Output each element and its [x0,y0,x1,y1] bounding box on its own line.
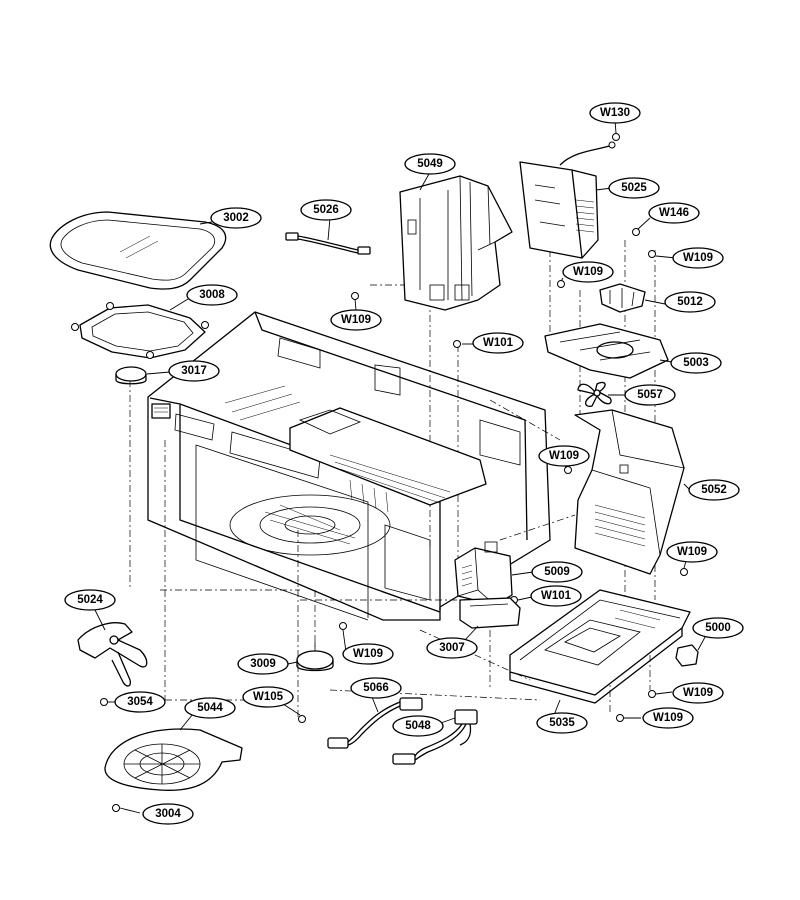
svg-text:W109: W109 [549,450,579,462]
wire-harness-5048-part [392,709,478,765]
svg-text:5009: 5009 [544,566,570,578]
svg-text:5049: 5049 [417,158,443,170]
callout-3007: 3007 [426,637,478,659]
glass-tray-part [49,211,227,290]
callout-5048: 5048 [392,715,444,737]
svg-text:W101: W101 [483,337,514,349]
svg-text:3007: 3007 [439,642,465,654]
coupler-part [115,366,147,385]
svg-text:5057: 5057 [637,389,663,401]
callout-3008: 3008 [186,284,238,306]
callout-5052: 5052 [688,479,740,501]
callout-5035: 5035 [536,712,588,734]
callout-3054: 3054 [114,691,166,713]
svg-text:5012: 5012 [677,296,703,308]
callout-5024: 5024 [64,589,116,611]
magnetron-part [454,541,513,606]
control-board-part [519,141,616,259]
callout-3009: 3009 [237,653,289,675]
svg-text:5026: 5026 [313,204,339,216]
svg-text:W105: W105 [253,691,284,703]
callout-5057: 5057 [624,384,676,406]
callout-labels: W130 5049 5025 W146 3002 5026 W109 W109 … [64,102,744,825]
callout-w109-a: W109 [672,247,724,269]
fan-blade-part [577,381,612,407]
svg-text:W101: W101 [541,590,572,602]
callout-w109-f: W109 [342,643,394,665]
callout-3004: 3004 [142,803,194,825]
control-bracket-part [399,175,513,311]
bottom-cover-part [104,728,243,791]
svg-text:W146: W146 [659,207,689,219]
base-plate-part [509,589,691,704]
callout-w109-d: W109 [538,445,590,467]
callout-w130: W130 [589,102,641,124]
oven-cavity-part [147,311,551,621]
callout-5003: 5003 [670,352,722,374]
fan-bracket-part [544,323,669,379]
door-switch-part [675,644,699,667]
svg-text:3004: 3004 [155,808,181,820]
callout-w105: W105 [242,686,294,708]
svg-text:5066: 5066 [363,682,389,694]
callout-5009: 5009 [531,561,583,583]
roller-ring-part [71,302,209,359]
svg-text:5044: 5044 [197,702,223,714]
callout-5012: 5012 [664,291,716,313]
svg-text:W109: W109 [341,314,371,326]
svg-text:W109: W109 [683,687,713,699]
callout-w109-b: W109 [562,261,614,283]
callout-3017: 3017 [168,360,220,382]
callout-w101-b: W101 [530,585,582,607]
air-duct-part [574,409,685,575]
screws [100,133,688,812]
svg-text:5003: 5003 [683,357,709,369]
callout-5000: 5000 [692,617,744,639]
callout-w146: W146 [648,202,700,224]
callout-3002: 3002 [210,207,262,229]
callout-w109-g: W109 [672,682,724,704]
callout-5044: 5044 [184,697,236,719]
svg-text:3017: 3017 [181,365,207,377]
wire-harness-5066-part [327,697,423,749]
turntable-motor-part [296,642,334,672]
svg-text:3009: 3009 [250,658,276,670]
svg-text:W109: W109 [573,266,603,278]
callout-5025: 5025 [608,177,660,199]
svg-text:W130: W130 [600,107,630,119]
svg-text:5035: 5035 [549,717,575,729]
callout-w109-e: W109 [666,541,718,563]
callout-w101-a: W101 [472,332,524,354]
svg-text:W109: W109 [653,712,683,724]
svg-text:W109: W109 [353,648,383,660]
callout-w109-c: W109 [330,309,382,331]
svg-text:5052: 5052 [701,484,727,496]
callout-w109-h: W109 [642,707,694,729]
svg-text:3002: 3002 [223,212,249,224]
wire-harness-part [285,232,371,255]
waveguide-part [459,597,521,629]
callout-5049: 5049 [404,153,456,175]
svg-text:5024: 5024 [77,594,103,606]
svg-text:5048: 5048 [405,720,431,732]
thermal-switch-part [599,283,646,313]
callout-5026: 5026 [300,199,352,221]
svg-text:5000: 5000 [705,622,731,634]
svg-text:5025: 5025 [621,182,647,194]
svg-text:W109: W109 [677,546,707,558]
svg-text:3008: 3008 [199,289,225,301]
svg-text:W109: W109 [683,252,713,264]
svg-text:3054: 3054 [127,696,153,708]
stirrer-part [77,622,148,687]
callout-5066: 5066 [350,677,402,699]
